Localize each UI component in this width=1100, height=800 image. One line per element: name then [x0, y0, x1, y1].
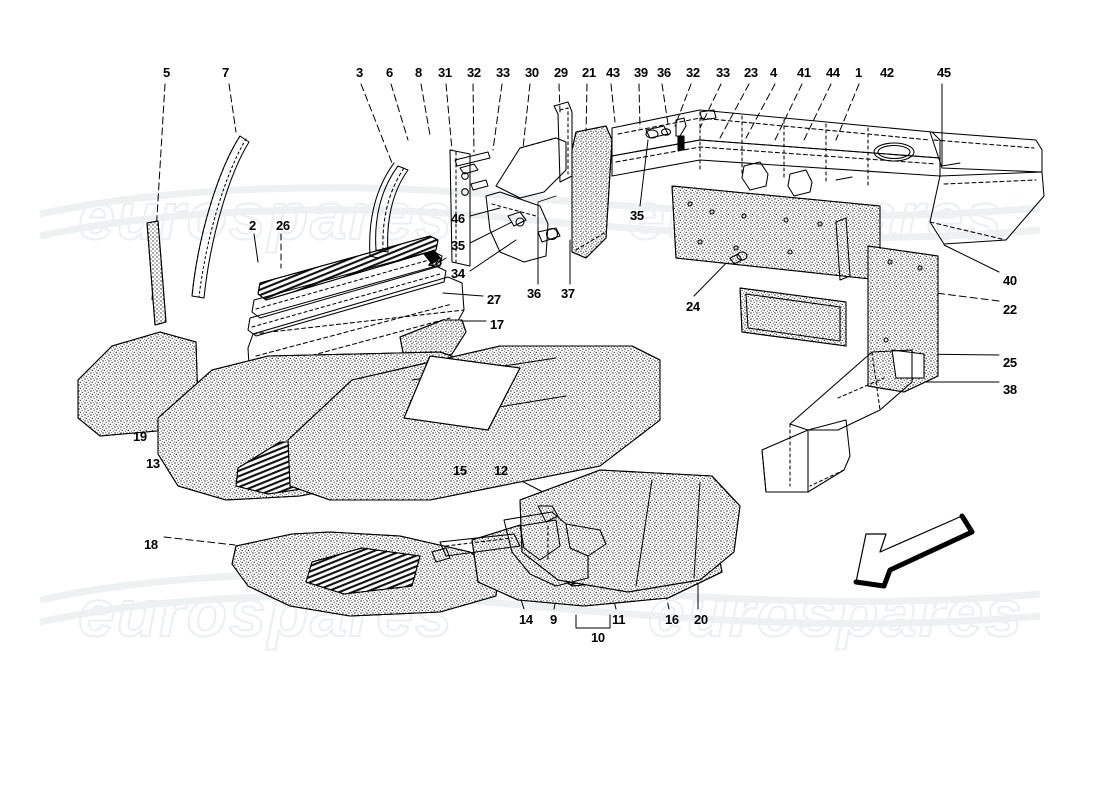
callout-6: 6 — [386, 65, 393, 80]
callout-45: 45 — [937, 65, 951, 80]
callout-9: 9 — [550, 612, 557, 627]
callout-11: 11 — [612, 612, 626, 627]
callout-27: 27 — [487, 292, 501, 307]
callout-20: 20 — [694, 612, 708, 627]
callout-8: 8 — [415, 65, 422, 80]
callout-29: 29 — [554, 65, 568, 80]
callout-25: 25 — [1003, 355, 1017, 370]
callout-5: 5 — [163, 65, 170, 80]
callout-33b: 33 — [716, 65, 730, 80]
callout-33a: 33 — [496, 65, 510, 80]
callout-14: 14 — [519, 612, 533, 627]
callout-32b: 32 — [686, 65, 700, 80]
callout-17: 17 — [490, 317, 504, 332]
callout-36b: 36 — [527, 286, 541, 301]
callout-36a: 36 — [657, 65, 671, 80]
callout-41: 41 — [797, 65, 811, 80]
callout-42: 42 — [880, 65, 894, 80]
callout-28: 28 — [428, 254, 442, 269]
callout-2: 2 — [249, 218, 256, 233]
callout-4: 4 — [770, 65, 777, 80]
callout-18: 18 — [144, 537, 158, 552]
callout-10: 10 — [591, 630, 605, 645]
callout-31: 31 — [438, 65, 452, 80]
callout-16: 16 — [665, 612, 679, 627]
callout-15: 15 — [453, 463, 467, 478]
callout-32a: 32 — [467, 65, 481, 80]
callout-44: 44 — [826, 65, 840, 80]
callout-34: 34 — [451, 266, 465, 281]
callout-35b: 35 — [630, 208, 644, 223]
callout-30: 30 — [525, 65, 539, 80]
callout-23: 23 — [744, 65, 758, 80]
callout-26: 26 — [276, 218, 290, 233]
callout-12: 12 — [494, 463, 508, 478]
callout-13: 13 — [146, 456, 160, 471]
callout-40: 40 — [1003, 273, 1017, 288]
callout-24: 24 — [686, 299, 700, 314]
callout-43: 43 — [606, 65, 620, 80]
callout-46: 46 — [451, 211, 465, 226]
callout-37: 37 — [561, 286, 575, 301]
callout-21: 21 — [582, 65, 596, 80]
callout-38: 38 — [1003, 382, 1017, 397]
callout-35a: 35 — [451, 238, 465, 253]
callout-19: 19 — [133, 429, 147, 444]
callout-39: 39 — [634, 65, 648, 80]
callout-7: 7 — [222, 65, 229, 80]
callout-1: 1 — [855, 65, 862, 80]
callout-3: 3 — [356, 65, 363, 80]
callout-22: 22 — [1003, 302, 1017, 317]
